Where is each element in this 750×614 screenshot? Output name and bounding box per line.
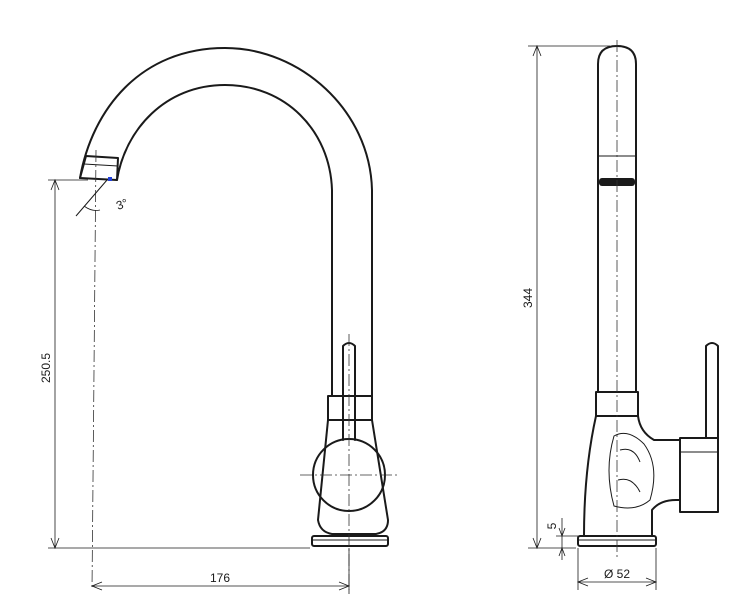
diameter-label: Ø 52: [604, 567, 630, 581]
side-view: [577, 40, 719, 560]
side-view-dimensions: 344 5 Ø 52: [521, 44, 658, 590]
base-plate: [311, 535, 389, 547]
aerator-ring: [83, 163, 119, 167]
front-view-dimensions: 250.5 176 3°: [39, 178, 351, 594]
spout-axis-line: [91, 149, 97, 591]
base-height-label: 5: [545, 522, 559, 529]
aerator-tip: [79, 155, 119, 181]
spout-inner-edge: [116, 84, 333, 397]
marker-point: [108, 177, 112, 181]
side-cartridge-detail: [608, 432, 655, 509]
angle-arc: [83, 205, 101, 211]
side-handle-block: [679, 437, 719, 513]
side-body: [583, 415, 681, 537]
faucet-body: [317, 419, 389, 535]
spout-angle-line: [75, 179, 108, 217]
body-collar: [327, 395, 373, 421]
reach-dimension-label: 176: [210, 571, 230, 585]
spout-outer-edge: [79, 47, 373, 397]
angle-label: 3°: [114, 196, 130, 213]
height-dimension-label: 250.5: [39, 353, 53, 383]
total-height-label: 344: [521, 288, 535, 308]
front-view: [75, 47, 398, 591]
side-lever: [705, 342, 719, 439]
